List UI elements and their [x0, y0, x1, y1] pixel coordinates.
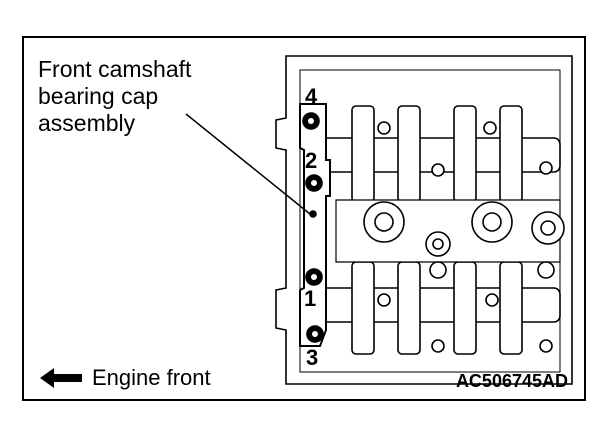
bolt-number-3: 3 [306, 345, 319, 370]
arrow-left-icon [40, 368, 82, 388]
engine-front-legend: Engine front [40, 364, 211, 392]
bolt-number-1: 1 [304, 286, 317, 311]
callout-leader-line [185, 113, 311, 215]
legend-label: Engine front [92, 365, 211, 390]
callout-label: Front camshaft bearing cap assembly [38, 56, 192, 136]
figure-id: AC506745AD [455, 371, 568, 391]
bolt-number-2: 2 [305, 148, 318, 173]
front-bearing-cap [299, 103, 331, 347]
bolt-number-4: 4 [305, 84, 318, 109]
